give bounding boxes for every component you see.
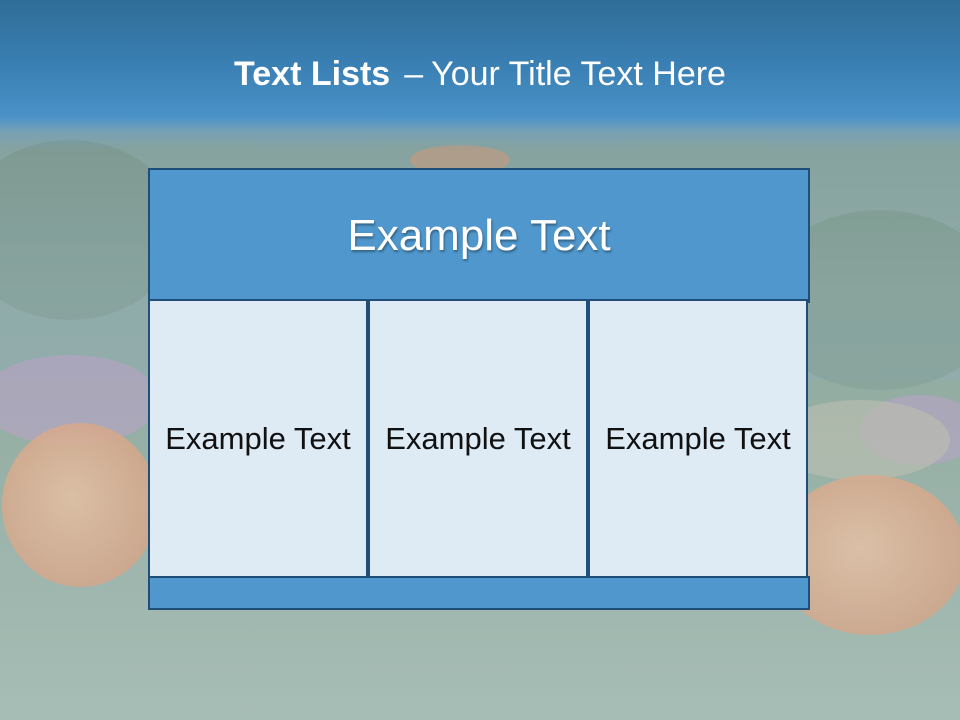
column-2-text: Example Text (385, 420, 571, 456)
diagram-header-text: Example Text (347, 210, 611, 260)
column-3-text: Example Text (605, 420, 791, 456)
title-rest-text: Your Title Text Here (431, 55, 726, 93)
diagram-header[interactable]: Example Text (148, 168, 810, 303)
diagram-column-3[interactable]: Example Text (588, 299, 808, 578)
diagram-column-2[interactable]: Example Text (368, 299, 588, 578)
title-band (0, 0, 960, 150)
column-1-text: Example Text (165, 420, 351, 456)
title-dash: – (404, 55, 424, 93)
slide-title: Text Lists–Your Title Text Here (0, 52, 960, 96)
text-list-diagram: Example Text Example Text Example Text E… (148, 168, 810, 610)
diagram-column-1[interactable]: Example Text (148, 299, 368, 578)
diagram-footer-bar (148, 576, 810, 610)
title-bold-text: Text Lists (234, 55, 391, 93)
